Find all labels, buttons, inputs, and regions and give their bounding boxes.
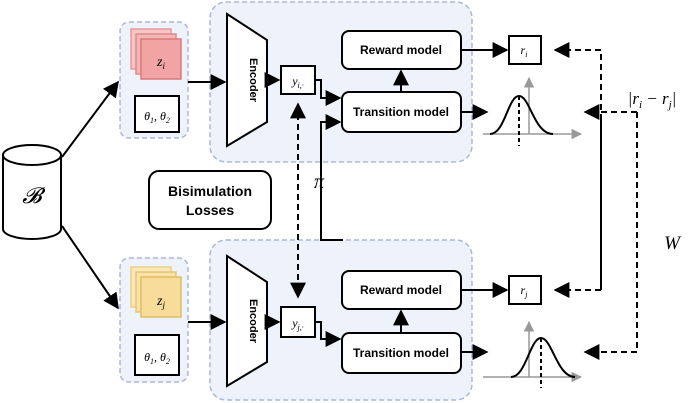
latent-stack-i: zi [130, 28, 182, 80]
reward-output-box-i [508, 35, 542, 65]
latent-label-i: zi [156, 55, 165, 71]
params-box-i [134, 95, 180, 133]
params-box-j [134, 334, 180, 376]
latent-label-j: zj [156, 294, 165, 310]
reward-output-label-j: rj [521, 283, 529, 299]
reward-output-box-j [508, 275, 542, 305]
reward-output-label-i: ri [521, 43, 528, 59]
encoder-trapezoid-j [226, 254, 268, 388]
reward-model-label-j: Reward model [360, 283, 442, 297]
transition-model-label-i: Transition model [353, 105, 449, 119]
gaussian-plot-j [483, 320, 583, 388]
comparison-dashed-arrows [290, 42, 638, 360]
encoding-box-i [280, 65, 316, 95]
reward-model-label-i: Reward model [360, 43, 442, 57]
bisimulation-losses-line2: Losses [186, 202, 234, 218]
encoder-label-j: Encoder [247, 299, 259, 344]
policy-label: π [314, 171, 325, 193]
reward-distance-label: |ri − rj| [628, 89, 677, 111]
bisimulation-losses-box [148, 170, 272, 230]
encoder-trapezoid-i [226, 12, 268, 148]
encoder-label-i: Encoder [247, 58, 259, 103]
latent-stack-j: zj [130, 266, 182, 318]
bisimulation-losses-line1: Bisimulation [168, 183, 252, 199]
flow-arrows [61, 42, 509, 360]
gaussian-plot-i [483, 76, 583, 146]
transition-model-label-j: Transition model [353, 346, 449, 360]
encoding-box-j [280, 306, 316, 338]
wasserstein-label: W [664, 233, 682, 254]
replay-buffer-cylinder: 𝓑 [2, 144, 62, 240]
